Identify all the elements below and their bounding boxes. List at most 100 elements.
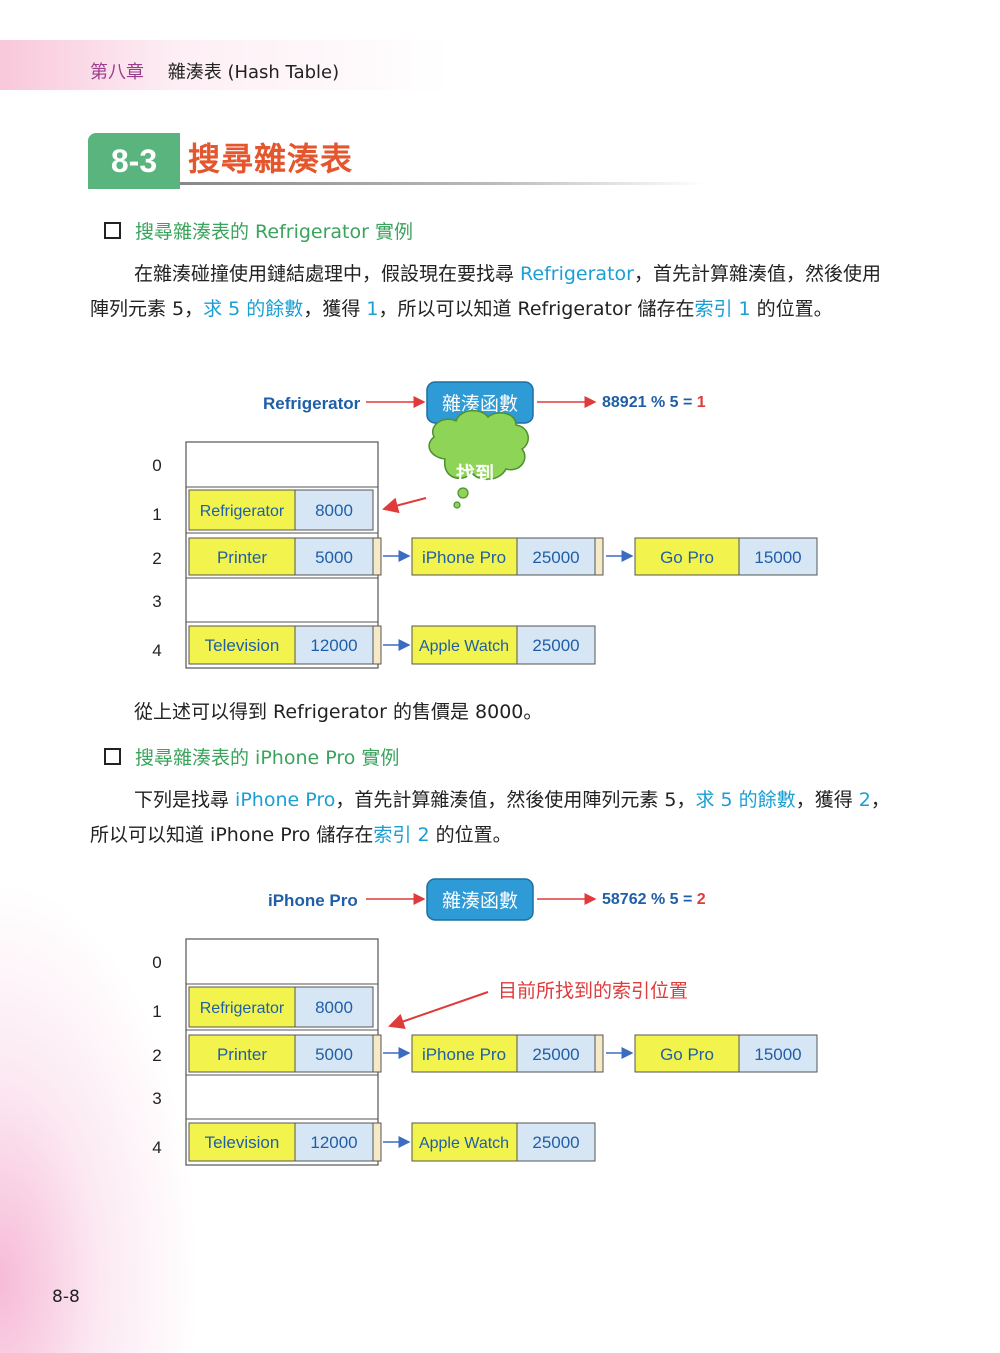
index-label: 4 — [152, 641, 161, 660]
node-value: 25000 — [532, 1045, 579, 1064]
text-run: ，所以可以知道 iPhone Pro 儲存在 — [90, 789, 890, 846]
node-value-cell — [294, 625, 374, 665]
hash-diagram-2: iPhone Pro 雜湊函數 58762 % 5 = 2 0 1 2 3 4 … — [152, 878, 818, 1166]
node-name: Go Pro — [660, 1045, 714, 1064]
chapter-number: 第八章 — [90, 62, 144, 83]
text-run: 的位置。 — [429, 824, 512, 846]
text-run: ，獲得 — [795, 789, 859, 811]
node-value: 15000 — [754, 548, 801, 567]
index-label: 2 — [152, 549, 161, 568]
text-run: ，首先計算雜湊值，然後使用陣列元素 5， — [90, 263, 881, 320]
highlight-run: iPhone Pro — [235, 789, 336, 811]
node-name: Apple Watch — [419, 638, 509, 655]
node-name-cell — [188, 986, 296, 1028]
chapter-header: 第八章 雜湊表 (Hash Table) — [90, 58, 339, 84]
node-name-cell — [411, 1122, 518, 1162]
text-run: 的位置。 — [750, 298, 833, 320]
node-pointer-cell — [372, 537, 382, 576]
node-name-cell — [411, 1034, 518, 1073]
node-pointer-cell — [372, 1034, 382, 1073]
index-label: 1 — [152, 1002, 161, 1021]
index-label: 3 — [152, 1089, 161, 1108]
node-value-cell — [738, 537, 818, 576]
hash-function-label: 雜湊函數 — [442, 890, 518, 912]
header-decoration — [0, 40, 1000, 90]
example1-paragraph: 在雜湊碰撞使用鏈結處理中，假設現在要找尋 Refrigerator，首先計算雜湊… — [90, 257, 890, 327]
text-run: ，首先計算雜湊值，然後使用陣列元素 5， — [335, 789, 696, 811]
node-name: Refrigerator — [200, 503, 285, 520]
node-value-cell — [738, 1034, 818, 1073]
found-callout — [428, 409, 529, 481]
node-name-cell — [634, 1034, 740, 1073]
section-rule — [180, 182, 705, 185]
checkbox-bullet-icon — [104, 222, 121, 239]
node-value-cell — [294, 986, 374, 1028]
chapter-title: 雜湊表 (Hash Table) — [167, 62, 340, 83]
node-value: 12000 — [310, 636, 357, 655]
callout-text: 找到 — [456, 463, 494, 485]
node-name-cell — [188, 489, 296, 531]
section-number: 8-3 — [88, 133, 180, 189]
node-value: 8000 — [315, 998, 353, 1017]
found-arrow — [388, 991, 489, 1029]
node-name: Refrigerator — [200, 1000, 285, 1017]
example2-heading-text: 搜尋雜湊表的 iPhone Pro 實例 — [135, 747, 400, 769]
node-name: Television — [205, 636, 280, 655]
node-value: 15000 — [754, 1045, 801, 1064]
node-name-cell — [188, 625, 296, 665]
node-name: iPhone Pro — [422, 548, 506, 567]
node-name-cell — [634, 537, 740, 576]
node-value-cell — [294, 1034, 374, 1073]
node-name: Printer — [217, 548, 267, 567]
node-name-cell — [411, 625, 518, 665]
example1-heading-text: 搜尋雜湊表的 Refrigerator 實例 — [135, 221, 413, 243]
highlight-run: 索引 2 — [373, 824, 430, 846]
page-number: 8-8 — [52, 1287, 80, 1307]
corner-decoration — [0, 880, 200, 1353]
node-name: Apple Watch — [419, 1135, 509, 1152]
hash-key-label: Refrigerator — [263, 394, 361, 413]
node-value-cell — [294, 489, 374, 531]
highlight-run: 2 — [858, 789, 871, 811]
index-label: 0 — [152, 953, 161, 972]
node-name: Printer — [217, 1045, 267, 1064]
highlight-run: 求 5 的餘數 — [695, 789, 796, 811]
node-value-cell — [516, 1034, 596, 1073]
callout-text: 目前所找到的索引位置 — [498, 980, 688, 1002]
node-value: 25000 — [532, 636, 579, 655]
index-label: 4 — [152, 1138, 161, 1157]
checkbox-bullet-icon — [104, 748, 121, 765]
callout-bubble — [457, 487, 469, 499]
hash-function-box — [426, 878, 534, 921]
node-value: 25000 — [532, 548, 579, 567]
hash-diagram-1: Refrigerator 雜湊函數 88921 % 5 = 1 0 1 2 3 … — [152, 381, 818, 669]
node-pointer-cell — [594, 537, 604, 576]
highlight-run: 求 5 的餘數 — [203, 298, 304, 320]
highlight-run: 索引 1 — [694, 298, 751, 320]
index-label: 3 — [152, 592, 161, 611]
node-name-cell — [188, 1122, 296, 1162]
text-run: 在雜湊碰撞使用鏈結處理中，假設現在要找尋 — [134, 263, 521, 285]
node-pointer-cell — [594, 1034, 604, 1073]
example1-conclusion: 從上述可以得到 Refrigerator 的售價是 8000。 — [90, 695, 890, 730]
node-value-cell — [516, 1122, 596, 1162]
node-name: iPhone Pro — [422, 1045, 506, 1064]
node-name: Go Pro — [660, 548, 714, 567]
hash-formula: 88921 % 5 = 1 — [602, 394, 706, 411]
index-label: 2 — [152, 1046, 161, 1065]
highlight-run: Refrigerator — [520, 263, 634, 285]
node-value-cell — [516, 625, 596, 665]
section-title: 搜尋雜湊表 — [188, 140, 354, 178]
example1-heading: 搜尋雜湊表的 Refrigerator 實例 — [104, 217, 413, 244]
hash-key-label: iPhone Pro — [268, 891, 358, 910]
node-name: Television — [205, 1133, 280, 1152]
text-run: 從上述可以得到 Refrigerator 的售價是 8000。 — [134, 701, 543, 723]
callout-bubble — [453, 501, 461, 509]
hash-function-label: 雜湊函數 — [442, 393, 518, 415]
example2-heading: 搜尋雜湊表的 iPhone Pro 實例 — [104, 743, 399, 770]
node-name-cell — [411, 537, 518, 576]
hash-formula: 58762 % 5 = 2 — [602, 891, 706, 908]
node-value: 8000 — [315, 501, 353, 520]
node-name-cell — [188, 1034, 296, 1073]
text-run: 下列是找尋 — [134, 789, 236, 811]
